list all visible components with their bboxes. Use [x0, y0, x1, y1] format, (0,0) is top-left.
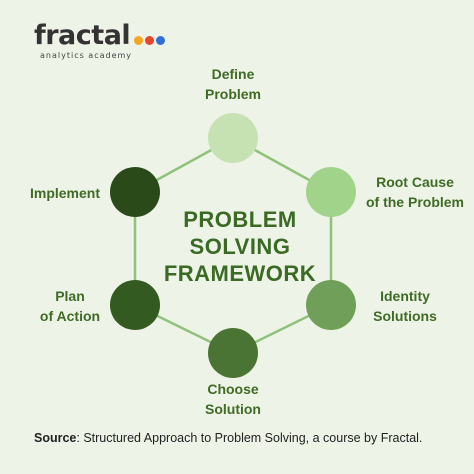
- step-label-implement: Implement: [29, 185, 100, 201]
- step-node-define-problem: [208, 113, 258, 163]
- step-node-plan-of-action: [110, 280, 160, 330]
- step-node-choose-solution: [208, 328, 258, 378]
- source-text: : Structured Approach to Problem Solving…: [76, 431, 423, 445]
- step-node-identity-solutions: [306, 280, 356, 330]
- source-note: Source: Structured Approach to Problem S…: [34, 431, 422, 445]
- logo-dot-red: [145, 35, 155, 45]
- logo-wordmark: fractal: [34, 20, 166, 51]
- framework-title: PROBLEM SOLVING FRAMEWORK: [163, 207, 317, 286]
- logo-wordmark-text: fractal: [34, 20, 131, 51]
- step-label-identity-solutions: Identity Solutions: [373, 288, 437, 324]
- step-label-choose-solution: Choose Solution: [205, 381, 261, 417]
- logo-dot-blue: [156, 35, 166, 45]
- fractal-logo: fractal analytics academy: [34, 20, 166, 60]
- step-label-root-cause: Root Cause of the Problem: [365, 174, 464, 210]
- logo-tagline: analytics academy: [40, 51, 133, 60]
- step-node-implement: [110, 167, 160, 217]
- step-label-plan-of-action: Plan of Action: [39, 288, 101, 324]
- step-node-root-cause: [306, 167, 356, 217]
- logo-dots: [132, 35, 166, 45]
- step-label-define-problem: Define Problem: [204, 66, 261, 102]
- logo-dot-orange: [134, 35, 144, 45]
- source-label: Source: [34, 431, 77, 445]
